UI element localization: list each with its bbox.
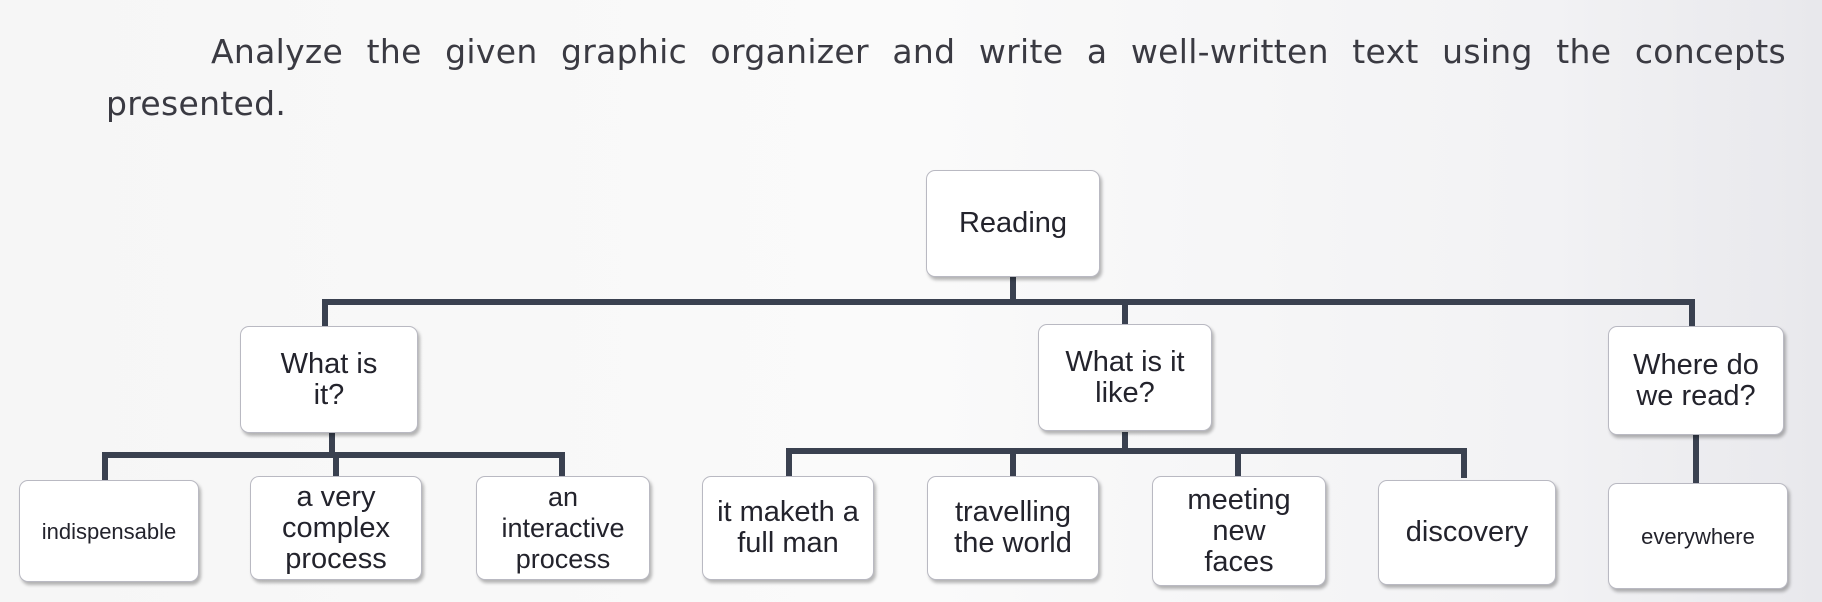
node-complex-process-label: a very complex process [282,480,390,575]
node-indispensable-label: indispensable [41,518,177,544]
node-where-do-we-read: Where do we read? [1608,326,1784,435]
node-interactive-process-label: an interactive process [501,481,625,574]
node-everywhere: everywhere [1608,483,1788,589]
node-reading: Reading [926,170,1100,277]
node-indispensable: indispensable [19,480,199,582]
node-what-is-it-like: What is it like? [1038,324,1212,431]
node-what-is-it-like-label: What is it like? [1065,345,1185,409]
node-what-is-it-label: What is it? [280,347,378,411]
instructions-text: Analyze the given graphic organizer and … [106,32,1786,123]
node-maketh-full-man: it maketh a full man [702,476,874,580]
node-reading-label: Reading [958,207,1068,239]
node-discovery-label: discovery [1405,516,1529,548]
node-what-is-it: What is it? [240,326,418,433]
node-meeting-new-faces: meeting new faces [1152,476,1326,586]
node-where-do-we-read-label: Where do we read? [1633,348,1759,412]
node-meeting-new-faces-label: meeting new faces [1187,483,1291,578]
node-discovery: discovery [1378,480,1556,585]
node-maketh-full-man-label: it maketh a full man [717,496,859,559]
node-interactive-process: an interactive process [476,476,650,580]
node-travelling-world: travelling the world [927,476,1099,580]
node-travelling-world-label: travelling the world [954,496,1072,559]
node-complex-process: a very complex process [250,476,422,580]
node-everywhere-label: everywhere [1641,523,1755,549]
